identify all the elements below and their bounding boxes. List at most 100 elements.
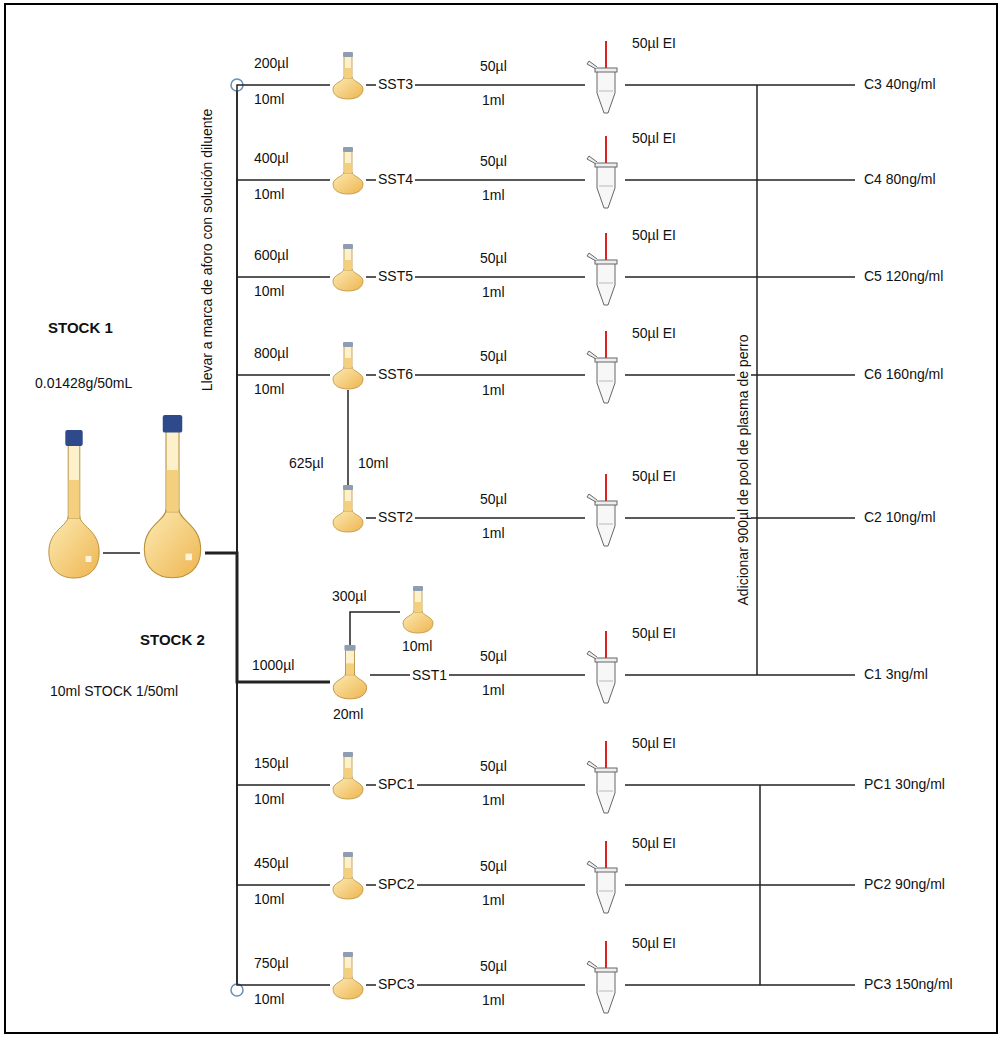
volume-label: 1ml bbox=[480, 892, 507, 908]
vertical-note: Llevar a marca de aforo con solución dil… bbox=[199, 106, 215, 395]
node-text: 50µl EI bbox=[632, 325, 676, 341]
node-text: STOCK 1 bbox=[48, 320, 113, 336]
node-text: 50µl EI bbox=[632, 468, 676, 484]
flask-node: SST120ml bbox=[330, 645, 370, 700]
volume-label: 600µl bbox=[252, 247, 291, 263]
microtube bbox=[585, 763, 625, 815]
concentration-label: C2 10ng/ml bbox=[862, 509, 938, 525]
volume-label: 50µl bbox=[478, 858, 509, 874]
volume-label: 400µl bbox=[252, 150, 291, 166]
volumetric-flask bbox=[330, 147, 366, 195]
volume-label: 800µl bbox=[252, 345, 291, 361]
flask-node: SST3 bbox=[330, 52, 366, 100]
concentration-label: C4 80ng/ml bbox=[862, 171, 938, 187]
volume-label: 50µl bbox=[478, 648, 509, 664]
volume-label: 10ml bbox=[252, 791, 286, 807]
volume-label: 50µl bbox=[478, 153, 509, 169]
volume-label: 10ml bbox=[252, 381, 286, 397]
node-text: SST2 bbox=[376, 509, 415, 525]
volumetric-flask bbox=[330, 852, 366, 900]
flask-node: SST6 bbox=[330, 342, 366, 390]
tube-node: 50µl EI bbox=[585, 863, 625, 915]
connector bbox=[205, 85, 330, 553]
tube-node: 50µl EI bbox=[585, 353, 625, 405]
concentration-label: C5 120ng/ml bbox=[862, 268, 945, 284]
volume-label: 750µl bbox=[252, 955, 291, 971]
node-text: SST4 bbox=[376, 171, 415, 187]
tube-node: 50µl EI bbox=[585, 158, 625, 210]
tube-node: 50µl EI bbox=[585, 963, 625, 1015]
tube-node: 50µl EI bbox=[585, 63, 625, 115]
volume-label: 1ml bbox=[480, 525, 507, 541]
connector bbox=[205, 553, 330, 985]
microtube bbox=[585, 158, 625, 210]
volume-label: 1ml bbox=[480, 187, 507, 203]
volume-label: 450µl bbox=[252, 855, 291, 871]
trunk-end bbox=[231, 984, 243, 996]
node-text: STOCK 2 bbox=[140, 632, 205, 648]
flask-node: SPC2 bbox=[330, 852, 366, 900]
volume-label: 10ml bbox=[252, 891, 286, 907]
tube-node: 50µl EI bbox=[585, 496, 625, 548]
volumetric-flask bbox=[330, 645, 370, 700]
volume-label: 10ml bbox=[252, 991, 286, 1007]
concentration-label: PC1 30ng/ml bbox=[862, 776, 947, 792]
volume-label: 150µl bbox=[252, 755, 291, 771]
flask-node: STOCK 210ml STOCK 1/50ml bbox=[140, 415, 205, 580]
flask-node: 10ml bbox=[400, 586, 436, 634]
connector bbox=[205, 277, 330, 553]
microtube bbox=[585, 863, 625, 915]
volume-label: 1ml bbox=[480, 382, 507, 398]
volumetric-flask bbox=[140, 415, 205, 580]
wires bbox=[237, 85, 855, 990]
volume-label: 50µl bbox=[478, 958, 509, 974]
node-text: 50µl EI bbox=[632, 935, 676, 951]
volume-label: 50µl bbox=[478, 758, 509, 774]
volume-label: 10ml bbox=[252, 186, 286, 202]
outer-border bbox=[5, 4, 997, 1033]
tube-node: 50µl EI bbox=[585, 763, 625, 815]
volumetric-flask bbox=[330, 52, 366, 100]
volumetric-flask bbox=[330, 752, 366, 800]
volumetric-flask bbox=[400, 586, 436, 634]
flask-node: SPC1 bbox=[330, 752, 366, 800]
concentration-label: PC3 150ng/ml bbox=[862, 976, 955, 992]
node-text: SST5 bbox=[376, 268, 415, 284]
node-text: 50µl EI bbox=[632, 130, 676, 146]
concentration-label: C3 40ng/ml bbox=[862, 76, 938, 92]
microtube bbox=[585, 496, 625, 548]
concentration-label: C1 3ng/ml bbox=[862, 666, 930, 682]
volume-label: 1000µl bbox=[250, 657, 296, 673]
volumetric-flask bbox=[45, 430, 103, 580]
volume-label: 1ml bbox=[480, 284, 507, 300]
concentration-label: PC2 90ng/ml bbox=[862, 876, 947, 892]
node-text: 20ml bbox=[333, 706, 363, 722]
volume-label: 50µl bbox=[478, 491, 509, 507]
tube-node: 50µl EI bbox=[585, 653, 625, 705]
flask-node: SST5 bbox=[330, 244, 366, 292]
flask-node: SST2 bbox=[330, 485, 366, 533]
volume-label: 50µl bbox=[478, 58, 509, 74]
microtube bbox=[585, 63, 625, 115]
volume-label: 10ml bbox=[252, 283, 286, 299]
node-text: SST6 bbox=[376, 366, 415, 382]
connector bbox=[205, 180, 330, 553]
volume-label: 50µl bbox=[478, 348, 509, 364]
connector bbox=[350, 612, 400, 645]
volumetric-flask bbox=[330, 342, 366, 390]
volume-label: 10ml bbox=[356, 455, 390, 471]
microtube bbox=[585, 963, 625, 1015]
volumetric-flask bbox=[330, 485, 366, 533]
node-text: 10ml STOCK 1/50ml bbox=[50, 683, 178, 699]
volume-label: 50µl bbox=[478, 250, 509, 266]
node-text: SPC1 bbox=[376, 776, 417, 792]
flask-node: SST4 bbox=[330, 147, 366, 195]
microtube bbox=[585, 653, 625, 705]
volumetric-flask bbox=[330, 952, 366, 1000]
connector bbox=[205, 553, 330, 885]
volume-label: 1ml bbox=[480, 792, 507, 808]
volume-label: 1ml bbox=[480, 992, 507, 1008]
volume-label: 1ml bbox=[480, 92, 507, 108]
tube-node: 50µl EI bbox=[585, 255, 625, 307]
